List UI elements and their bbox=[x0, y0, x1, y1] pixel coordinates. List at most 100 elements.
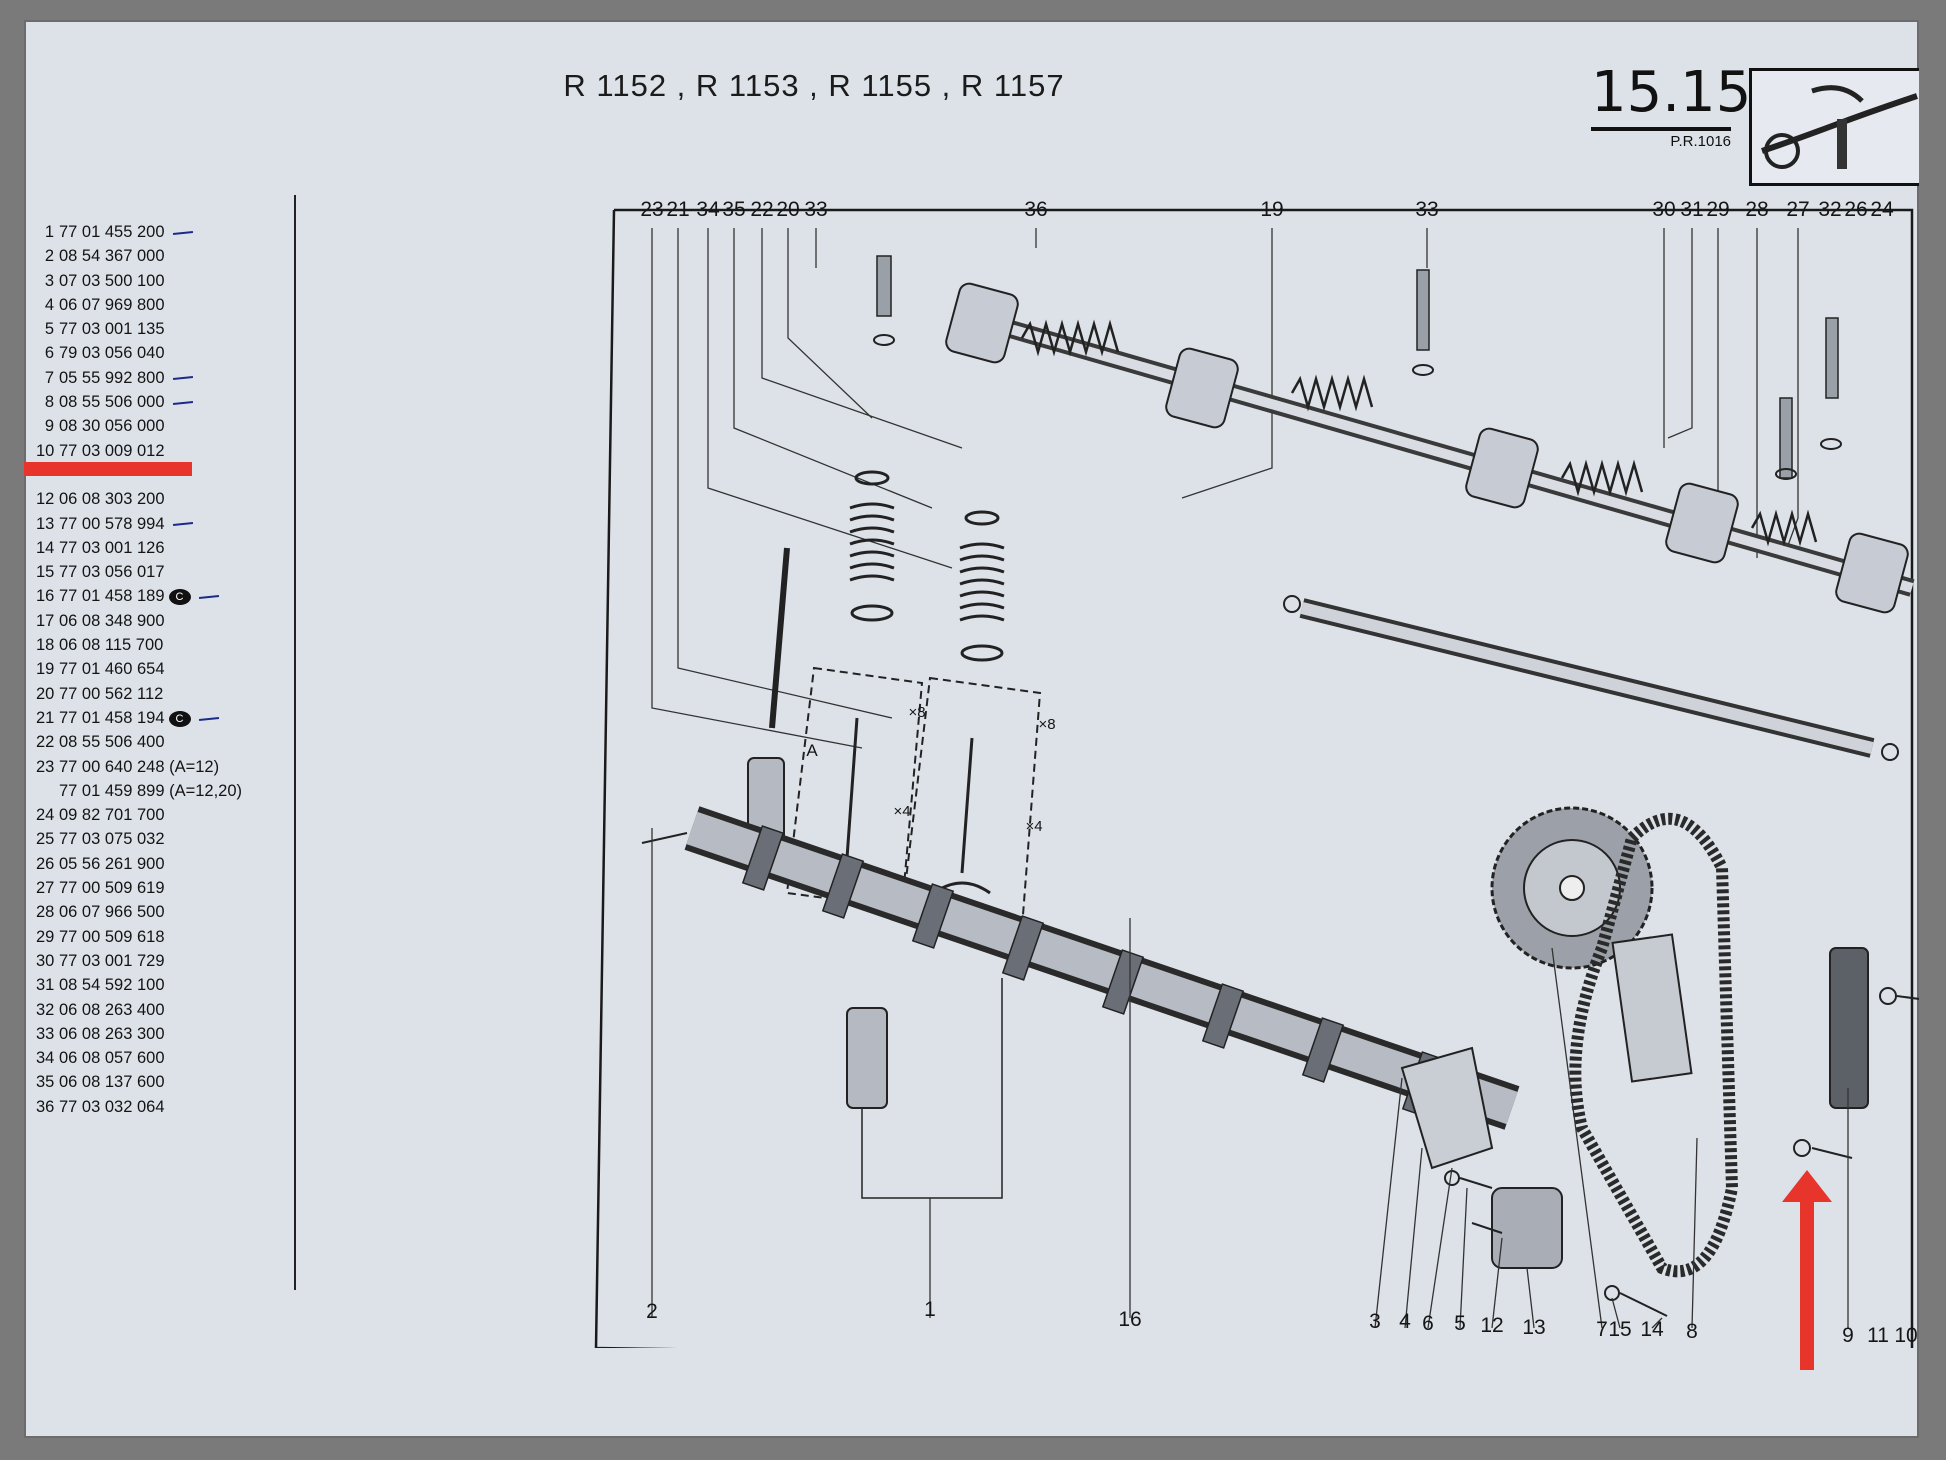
parts-list-row: 7 05 55 992 800 bbox=[36, 366, 306, 390]
part-index: 1 bbox=[44, 223, 54, 241]
part-index: 16 bbox=[36, 587, 55, 606]
camshaft-thumbnail-icon bbox=[1761, 85, 1918, 169]
part-reference: 06 08 115 700 bbox=[59, 636, 164, 655]
part-index: 3 bbox=[44, 271, 54, 290]
part-reference: 08 30 056 000 bbox=[59, 417, 165, 436]
part-index: 31 bbox=[36, 976, 55, 995]
part-reference: 07 03 500 100 bbox=[59, 271, 165, 290]
part-reference: 77 01 459 899 (A=12,20) bbox=[59, 781, 243, 800]
part-reference: 77 03 056 017 bbox=[59, 563, 165, 582]
part-reference: 77 03 075 032 bbox=[59, 830, 165, 849]
section-thumbnail bbox=[1749, 68, 1919, 186]
part-index: 34 bbox=[36, 1049, 55, 1068]
parts-list-row: 1 77 01 455 200 bbox=[36, 220, 306, 244]
reference-code: P.R.1016 bbox=[1670, 133, 1731, 150]
part-reference: 77 03 001 126 bbox=[59, 538, 165, 557]
parts-list-row: 5 77 03 001 135 bbox=[36, 317, 306, 341]
page-number-rule bbox=[1591, 127, 1731, 131]
part-index: 17 bbox=[36, 611, 55, 630]
part-reference: 09 82 701 700 bbox=[59, 806, 165, 825]
qty-label: ×8 bbox=[908, 704, 926, 721]
part-index: 20 bbox=[36, 684, 55, 703]
callout-number: 29 bbox=[1706, 198, 1730, 221]
part-reference: 79 03 056 040 bbox=[59, 344, 165, 363]
callout-number: 27 bbox=[1786, 198, 1810, 221]
part-reference: 77 00 640 248 (A=12) bbox=[59, 757, 220, 776]
part-index: 15 bbox=[36, 563, 55, 582]
callout-number: 1 bbox=[924, 1298, 936, 1321]
callout-number: 7 bbox=[1596, 1318, 1608, 1341]
part-reference: 08 54 592 100 bbox=[59, 976, 165, 995]
part-index: 22 bbox=[36, 733, 55, 752]
callout-number: 13 bbox=[1522, 1316, 1546, 1339]
part-reference: 05 55 992 800 bbox=[59, 368, 165, 387]
callout-number: 30 bbox=[1652, 198, 1676, 221]
part-index: 13 bbox=[36, 514, 55, 533]
part-reference: 77 01 455 200 bbox=[59, 223, 165, 241]
callout-number: 16 bbox=[1118, 1308, 1142, 1331]
part-index: 7 bbox=[44, 368, 54, 387]
callout-number: 33 bbox=[1415, 198, 1439, 221]
note-badge-icon: C bbox=[168, 589, 191, 606]
pen-mark-icon bbox=[172, 230, 193, 235]
callout-number: 20 bbox=[776, 198, 800, 221]
part-index: 29 bbox=[36, 927, 55, 946]
part-reference: 08 55 506 400 bbox=[59, 733, 165, 752]
part-index: 18 bbox=[36, 636, 55, 655]
part-reference: 77 01 458 189 bbox=[59, 587, 165, 606]
callout-number: 11 bbox=[1867, 1324, 1889, 1347]
part-reference: 08 55 506 000 bbox=[59, 393, 165, 412]
callout-number: 10 bbox=[1894, 1324, 1918, 1347]
callout-number: 5 bbox=[1454, 1312, 1466, 1335]
part-reference: 77 03 001 729 bbox=[59, 951, 165, 970]
callout-number: 9 bbox=[1842, 1324, 1854, 1347]
callout-number: 8 bbox=[1686, 1320, 1698, 1343]
part-reference: 06 07 969 800 bbox=[59, 295, 165, 314]
part-index: 5 bbox=[44, 320, 54, 339]
parts-list-row: 8 08 55 506 000 bbox=[36, 390, 306, 414]
part-index: 8 bbox=[44, 393, 54, 412]
part-reference: 77 03 032 064 bbox=[59, 1097, 165, 1116]
part-reference: 06 08 057 600 bbox=[59, 1049, 165, 1068]
pen-mark-icon bbox=[172, 376, 193, 381]
callout-number: 19 bbox=[1260, 198, 1284, 221]
part-index: 30 bbox=[36, 951, 55, 970]
part-reference: 77 03 001 135 bbox=[59, 320, 165, 339]
red-arrow-annotation bbox=[1782, 1170, 1832, 1370]
callout-number: 24 bbox=[1870, 198, 1894, 221]
part-reference: 06 08 263 300 bbox=[59, 1024, 165, 1043]
part-reference: 06 07 966 500 bbox=[59, 903, 165, 922]
part-reference: 05 56 261 900 bbox=[59, 854, 165, 873]
qty-label: ×4 bbox=[1025, 818, 1043, 835]
parts-list-row: 77 01 459 899 (A=12,20) bbox=[36, 779, 306, 803]
part-reference: 77 03 009 012 bbox=[59, 441, 165, 460]
part-index: 26 bbox=[36, 854, 55, 873]
callout-number: 28 bbox=[1745, 198, 1769, 221]
part-reference: 77 00 578 994 bbox=[59, 514, 165, 533]
callout-number: 26 bbox=[1844, 198, 1868, 221]
callout-number: 23 bbox=[640, 198, 664, 221]
